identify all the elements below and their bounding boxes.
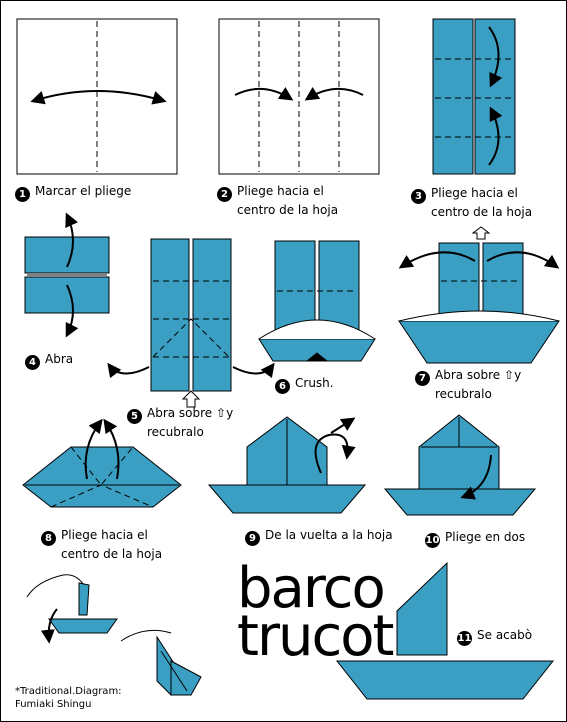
step-1-text: Marcar el pliege bbox=[35, 184, 132, 198]
title-line-2: trucot bbox=[237, 604, 394, 669]
credit-line-1: *Traditional.Diagram: bbox=[15, 686, 122, 697]
step-8-number: 8 bbox=[41, 531, 56, 546]
step-8-text-2: centro de la hoja bbox=[61, 547, 163, 561]
step-2-text: Pliege hacia el bbox=[237, 184, 324, 198]
step-4-caption: 4 Abra bbox=[25, 351, 73, 370]
step-6-number: 6 bbox=[275, 379, 290, 394]
credit-line-2: Fumiaki Shingu bbox=[15, 699, 92, 710]
step-7-text: Abra sobre bbox=[435, 368, 501, 382]
step-6-caption: 6 Crush. bbox=[275, 375, 334, 394]
step-3-text-2: centro de la hoja bbox=[431, 205, 533, 219]
credit: *Traditional.Diagram: Fumiaki Shingu bbox=[15, 685, 122, 711]
step-7-number: 7 bbox=[415, 371, 430, 386]
step-4-number: 4 bbox=[25, 355, 40, 370]
step-5-text: Abra sobre bbox=[147, 406, 213, 420]
step-7-suffix: y bbox=[514, 368, 522, 382]
step-11-caption: 11 Se acabò bbox=[457, 627, 532, 646]
step6-crush bbox=[258, 240, 376, 362]
step-10-caption: 10 Pliege en dos bbox=[425, 529, 525, 548]
step-8-caption: 8 Pliege hacia el centro de la hoja bbox=[41, 527, 162, 562]
step-3-text: Pliege hacia el bbox=[431, 186, 518, 200]
step2-paper-square bbox=[218, 18, 380, 175]
step-3-number: 3 bbox=[411, 189, 426, 204]
open-arrow-icon: ⇧ bbox=[216, 406, 227, 420]
step-5-number: 5 bbox=[127, 409, 142, 424]
step11-final-boat bbox=[335, 561, 555, 700]
step-6-text: Crush. bbox=[295, 376, 334, 390]
step-4-text: Abra bbox=[45, 352, 74, 366]
step-3-caption: 3 Pliege hacia el centro de la hoja bbox=[411, 185, 532, 220]
step-5-text-2: recubralo bbox=[147, 425, 204, 439]
open-arrow-icon: ⇧ bbox=[504, 368, 515, 382]
step-2-number: 2 bbox=[217, 187, 232, 202]
step8-diamond bbox=[22, 418, 182, 508]
step7-boat bbox=[398, 226, 560, 364]
step-11-text: Se acabò bbox=[477, 628, 533, 642]
step-2-text-2: centro de la hoja bbox=[237, 203, 339, 217]
step3-folded-panels bbox=[432, 18, 516, 175]
step-1-caption: 1 Marcar el pliege bbox=[15, 183, 131, 202]
step5-panels bbox=[107, 238, 275, 408]
step-11-number: 11 bbox=[457, 631, 472, 646]
title-line-1: barco bbox=[237, 556, 386, 621]
step1-paper-square bbox=[16, 18, 178, 175]
step-7-caption: 7 Abra sobre ⇧y recubralo bbox=[415, 367, 521, 402]
step-1-number: 1 bbox=[15, 187, 30, 202]
step-10-number: 10 bbox=[425, 533, 440, 548]
step-2-caption: 2 Pliege hacia el centro de la hoja bbox=[217, 183, 338, 218]
step4-open-flaps bbox=[24, 212, 110, 338]
step-9-number: 9 bbox=[245, 531, 260, 546]
step-9-caption: 9 De la vuelta a la hoja bbox=[245, 527, 393, 546]
step-10-text: Pliege en dos bbox=[445, 530, 526, 544]
step-5-suffix: y bbox=[226, 406, 234, 420]
step10-fold-half bbox=[383, 414, 537, 516]
step-5-caption: 5 Abra sobre ⇧y recubralo bbox=[127, 405, 233, 440]
step-9-text: De la vuelta a la hoja bbox=[265, 528, 393, 542]
step-8-text: Pliege hacia el bbox=[61, 528, 148, 542]
hand-illustration bbox=[26, 574, 202, 696]
step9-boat-turn bbox=[207, 416, 367, 514]
step-7-text-2: recubralo bbox=[435, 387, 492, 401]
